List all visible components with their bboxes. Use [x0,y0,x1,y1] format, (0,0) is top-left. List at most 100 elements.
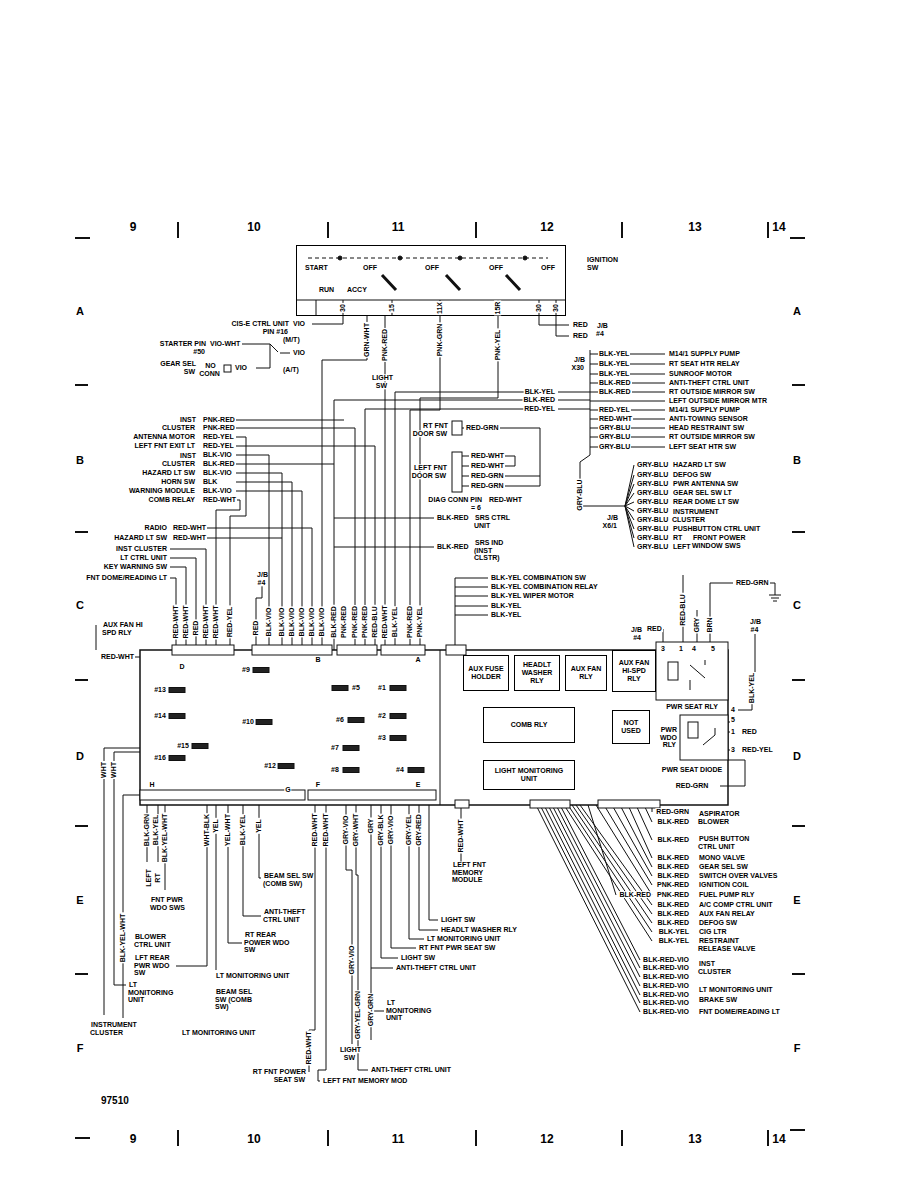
wire-label: CIG LTR [698,928,727,935]
switch-position: ACCY [347,286,367,293]
ignition-switch-mechanism [523,256,527,260]
wire-label: LFT REAR PWR WDO SW [134,954,170,976]
fuse-symbol [169,688,185,693]
wire [661,575,733,642]
pin-number: 1 [678,645,684,652]
wire-label: STARTER PIN #50 [159,340,206,355]
wire-label: RED-WHT [470,452,505,459]
relay-symbol [656,642,728,700]
wire-label: INSTRUMENT CLUSTER [672,508,719,523]
wire-label: PUSH BUTTON CTRL UNIT [698,835,749,850]
wire [346,805,368,1070]
wire-label: PNK-RED [381,328,388,362]
fuse-symbol [278,764,294,769]
wire-label: RT FNT PWR SEAT SW [418,944,496,951]
wire-label: M14/1 SUPPLY PUMP [668,350,741,357]
relay-name: AUX FAN HI-SPD RLY [615,659,653,683]
grid-reference: F [76,1042,85,1054]
wire-label: SWITCH OVER VALVES [698,872,778,879]
wire-label: RED-WHT [212,604,219,639]
fuse-symbol [253,668,269,673]
grid-reference: 14 [771,1132,786,1146]
pin-number: 3 [660,645,666,652]
fuse-number: A [414,656,421,663]
wire-label: SRS CTRL UNIT [474,514,510,529]
wire-label: RED-WHT [172,534,207,541]
wire-label: GRY-BLU [636,534,669,541]
wire-label: RED-WHT [457,818,464,853]
wire-label: LT MONITORING UNIT [128,981,173,1003]
fuse-number: #7 [330,744,340,751]
wire-label: LEFT OUTSIDE MIRROR MTR [668,397,768,404]
wire [564,805,652,941]
relay-name: NOT USED [615,719,647,735]
wire-label: BLK-VIO [265,607,272,638]
wire-label: BLK-VIO [308,607,315,638]
wire-label: LIGHT SW [400,954,436,961]
wire-label: WIPER MOTOR [522,592,575,599]
wire-label: BLK-RED [657,901,691,908]
wire-label: GRY-VIO [348,945,355,976]
wire-label: PNK-RED [340,605,347,639]
wire-label: GRY-BLU [636,471,669,478]
wire-label: RED [252,620,259,637]
wire-label: BLK-RED [657,919,691,926]
wire-label: BLK-GRN [143,813,150,847]
fuse-symbol [390,736,406,741]
wire-label: GRY-VIO [387,815,394,846]
wire-label: RED-WHT [202,496,237,503]
wire-label: REAR DOME LT SW [672,498,740,505]
wire-label: RT OUTSIDE MIRROR SW [668,388,756,395]
wire-label: RED-BLU [679,593,686,627]
wire-label: RED-GRN [470,482,505,489]
wire-label: BLK-YEL [598,350,630,357]
wire-label: DEFOG SW [698,919,738,926]
fuse-number: #4 [395,766,405,773]
wire-label: RED-WHT [311,812,318,847]
wire-label: GRY-BLK [377,813,384,846]
door-switch [452,452,462,492]
fuse-panel [381,645,425,655]
wire [312,316,343,324]
wire-label: BLK-RED [330,605,337,639]
fuse-panel [440,650,441,805]
grid-reference: C [792,599,802,611]
wire-label: COMBINATION RELAY [522,583,599,590]
wire-label: GRY-BLU [636,516,669,523]
fuse-number: #9 [241,666,251,673]
wire-label: GRY-BLU [598,443,631,450]
grid-reference: 11 [391,1132,406,1146]
wire [720,760,745,786]
wire-label: GRY-BLU [636,489,669,496]
switch-position: OFF [425,264,439,271]
wire-label: LT MONITORING UNIT [698,986,774,993]
fuse-number: #12 [263,762,277,769]
fuse-number: #15 [176,742,190,749]
wire-label: PNK-RED [656,881,690,888]
wire-label: BLK-YEL [658,928,690,935]
fuse-number: #5 [351,684,361,691]
fuse-panel [140,650,728,805]
wire-label: PUSHBUTTON CTRL UNIT [672,525,761,532]
wire-label: RED-BLU [371,605,378,639]
wire-label: AUX FAN RELAY [698,910,756,917]
fuse-number: B [314,656,321,663]
wire-label: LEFT [672,543,692,550]
grid-reference: A [792,305,802,317]
fuse-symbol [343,768,359,773]
fuse-symbol [348,718,364,723]
pin-number: 11X [436,301,443,315]
wire-label: YEL-WHT [224,813,231,847]
wire [170,549,206,650]
wire-label: WHT-BLK [203,813,210,847]
wire [334,392,524,650]
pin-number: 4 [691,645,697,652]
wire-label: BRAKE SW [698,996,738,1003]
wire-label: RT FNT POWER SEAT SW [252,1068,306,1083]
wire-label: FUEL PUMP RLY [698,891,756,898]
wire-label: GRY-RED [415,813,422,847]
fuse-number: #16 [153,754,167,761]
wire [625,465,634,547]
wire [224,365,231,372]
relay-box: NOT USED [612,710,650,744]
